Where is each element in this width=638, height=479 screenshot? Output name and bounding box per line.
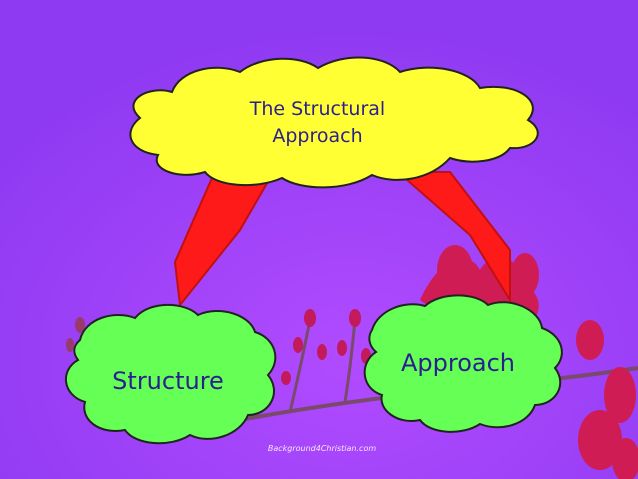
right-cloud-shape [363, 294, 563, 433]
watermark-text: Background4Christian.com [267, 444, 377, 453]
left-node-label: Structure [112, 367, 224, 395]
connector-right [395, 171, 511, 304]
top-node-line1: The Structural [249, 98, 386, 120]
top-node-label: The Structural Approach [205, 96, 430, 150]
right-node-label: Approach [400, 349, 516, 377]
top-cloud-shape [129, 56, 539, 189]
left-cloud-shape [64, 303, 277, 445]
top-node-line2: Approach [272, 125, 363, 147]
